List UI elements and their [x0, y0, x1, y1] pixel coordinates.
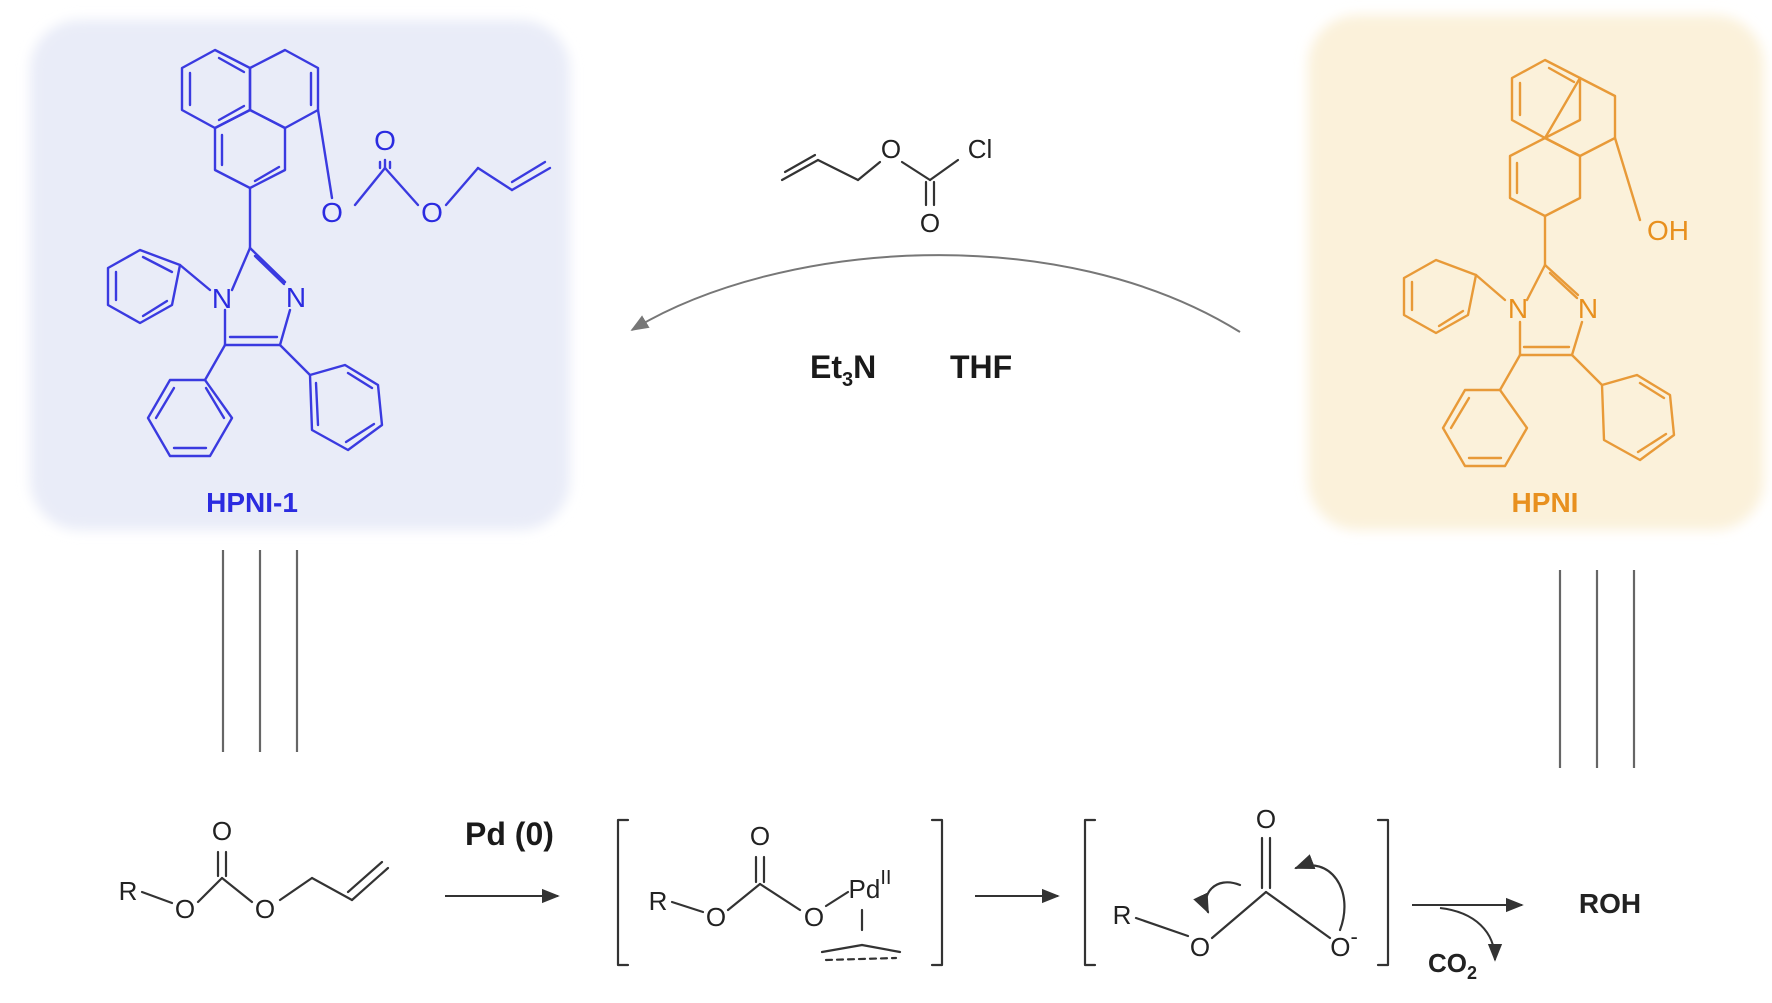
roh-product-label: ROH [1579, 888, 1641, 919]
allyl-carbonate: R O O O [119, 816, 390, 924]
atom-o: O [1190, 932, 1210, 962]
atom-r: R [1113, 900, 1132, 930]
allyl-chloroformate: O O Cl [780, 134, 993, 238]
atom-o: O- [1330, 924, 1358, 962]
pd-complex: R O O O PdII [616, 818, 944, 967]
atom-r: R [649, 886, 668, 916]
atom-n: N [286, 282, 306, 313]
catalyst-label: Pd (0) [465, 816, 554, 852]
co2-label: CO2 [1428, 948, 1477, 983]
atom-n: N [212, 283, 232, 314]
left-equivalence-bars [221, 550, 299, 752]
atom-o: O [804, 902, 824, 932]
atom-n: N [1578, 293, 1598, 324]
atom-o: O [421, 197, 443, 228]
hpni-1-label: HPNI-1 [206, 487, 298, 518]
atom-o: O [321, 197, 343, 228]
product-panel [1308, 15, 1764, 530]
atom-cl: Cl [968, 134, 993, 164]
atom-o: O [1256, 804, 1276, 834]
atom-o: O [706, 902, 726, 932]
atom-oh: OH [1647, 215, 1689, 246]
atom-r: R [119, 876, 138, 906]
atom-o: O [750, 821, 770, 851]
atom-o: O [881, 134, 901, 164]
hpni-1-structure: O O O N N HPNI-1 [106, 48, 552, 518]
atom-pd: PdII [849, 867, 892, 904]
solvent-label: THF [950, 349, 1012, 385]
protection-arrow [630, 254, 1241, 333]
probe-panel [30, 20, 570, 530]
hpni-label: HPNI [1512, 487, 1579, 518]
right-equivalence-bars [1558, 570, 1636, 768]
atom-o: O [212, 816, 232, 846]
hpni-structure: OH N N HPNI [1402, 58, 1689, 518]
base-label: Et3N [810, 349, 876, 391]
co2-release-arrow [1439, 907, 1503, 962]
atom-n: N [1508, 293, 1528, 324]
carbonate-anion: R O O O- [1083, 804, 1390, 967]
atom-o: O [920, 208, 940, 238]
atom-o: O [175, 894, 195, 924]
atom-o: O [255, 894, 275, 924]
atom-o: O [374, 125, 396, 156]
